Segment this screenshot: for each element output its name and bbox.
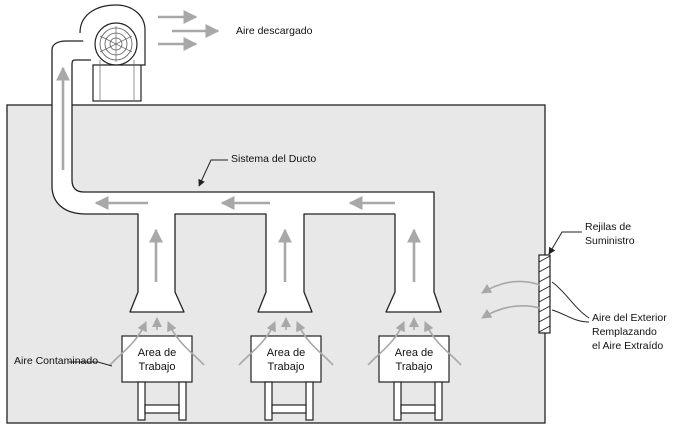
outside-air-label-2: Remplazando: [592, 326, 657, 338]
work-area-label: Area de Trabajo: [376, 346, 452, 374]
outside-air-label-1: Aire del Exterior: [592, 312, 667, 324]
supply-grilles-label-2: Suministro: [585, 235, 635, 247]
supply-grille: [538, 254, 551, 334]
exhaust-fan: [79, 4, 146, 102]
suction-arrows: [109, 317, 462, 366]
work-area-label: Area de Trabajo: [119, 346, 195, 374]
work-area-tables: [121, 335, 450, 421]
discharged-air-label: Aire descargado: [236, 25, 313, 37]
duct-system-label: Sistema del Ducto: [231, 153, 317, 165]
work-area-line1: Area de: [394, 347, 434, 359]
work-area-line2: Trabajo: [395, 361, 433, 373]
outside-air-label-3: el Aire Extraído: [592, 340, 664, 352]
discharge-arrows: [158, 10, 220, 51]
work-area-line1: Area de: [266, 347, 306, 359]
duct-flow-arrows: [56, 66, 421, 282]
contaminated-air-label: Aire Contaminado: [14, 355, 99, 367]
work-area-line2: Trabajo: [138, 361, 176, 373]
supply-grilles-label-1: Rejilas de: [585, 221, 632, 233]
outside-air-arrows: [481, 280, 541, 319]
leader-lines: [69, 159, 590, 367]
work-area-line2: Trabajo: [267, 361, 305, 373]
work-area-line1: Area de: [137, 347, 177, 359]
work-area-label: Area de Trabajo: [248, 346, 324, 374]
